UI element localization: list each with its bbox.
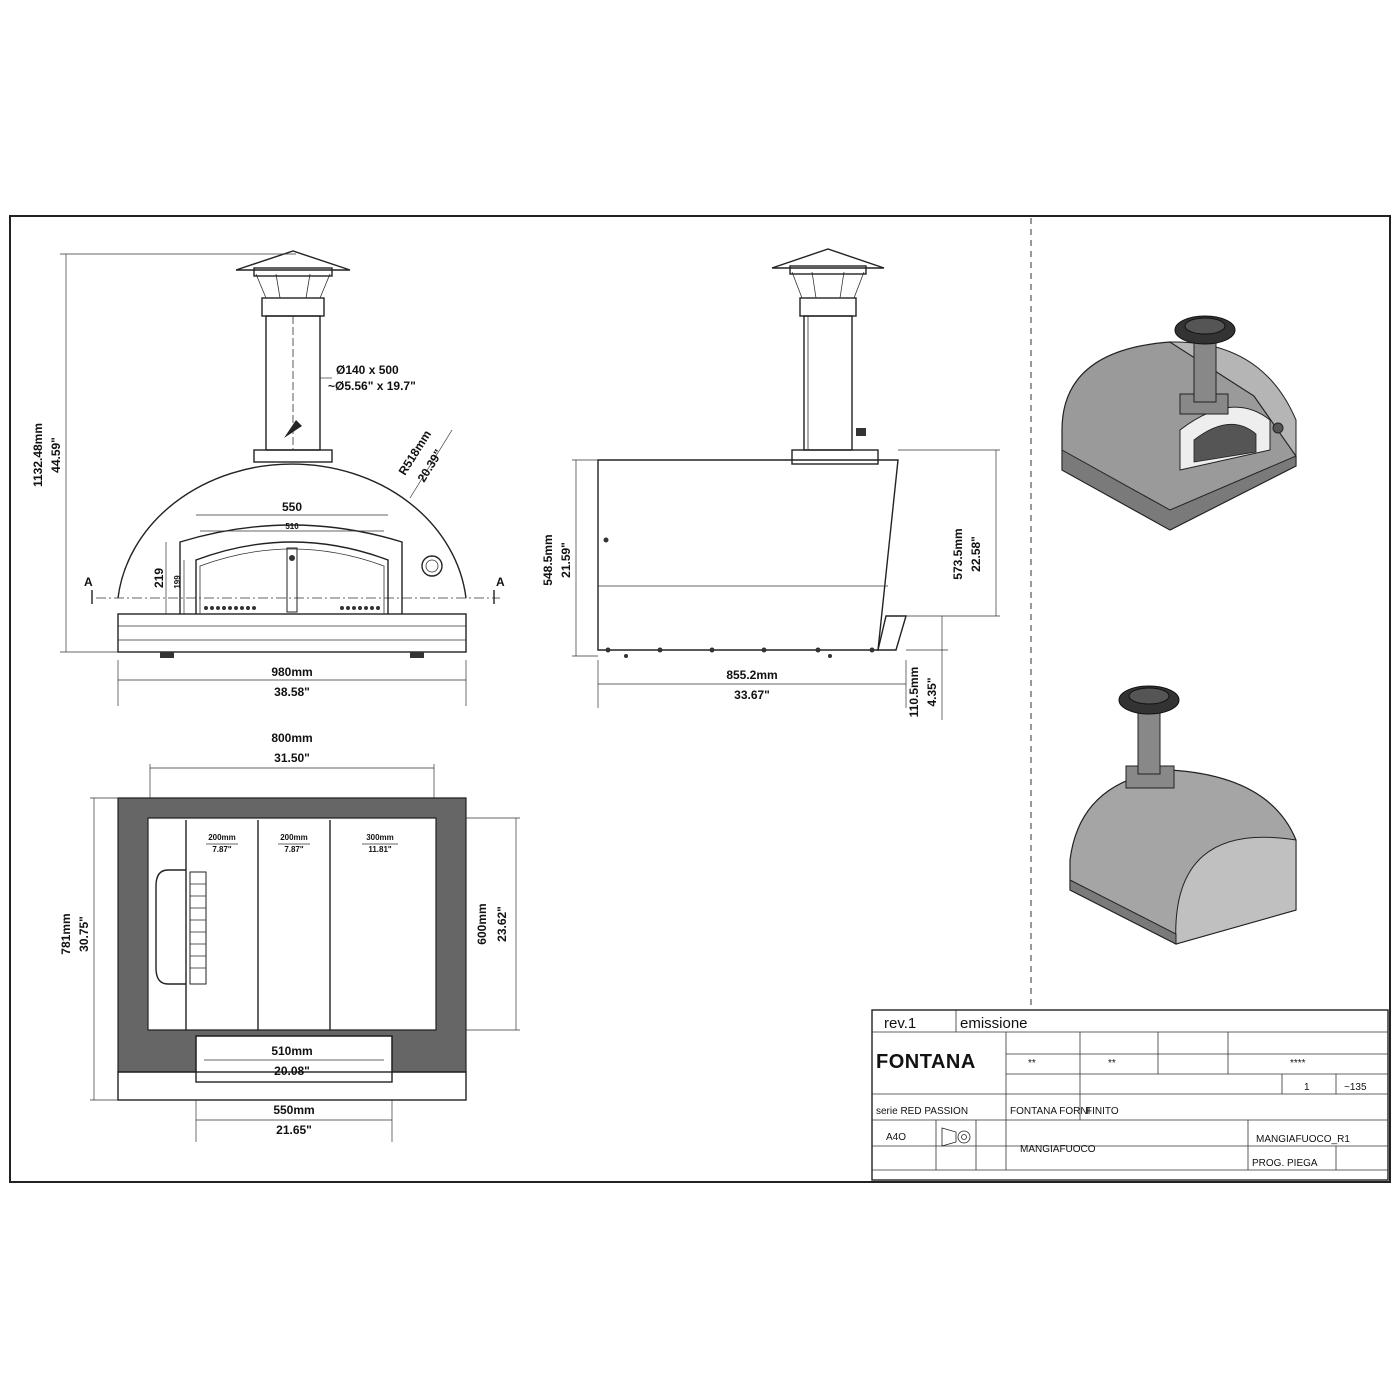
section-mouth-in: 20.08" (274, 1064, 310, 1078)
front-chimney-cap (235, 250, 351, 271)
isometric-view-back (1069, 685, 1297, 945)
section-width-mm: 800mm (271, 731, 312, 745)
section-burner (155, 869, 186, 985)
quantity: 1 (1304, 1082, 1310, 1093)
revision: rev.1 (884, 1015, 916, 1032)
side-foot-mm: 110.5mm (907, 667, 921, 718)
side-flue-pipe (803, 315, 853, 451)
zone-2-mm: 200mm (280, 833, 308, 842)
stars-2: ** (1108, 1058, 1116, 1069)
title-block: rev.1 emissione FONTANA ** ** **** 1 ~13… (871, 1009, 1389, 1181)
side-body (597, 459, 899, 651)
section-view: 200mm 7.87" 200mm 7.87" 300mm 11.81" 800… (59, 731, 520, 1142)
front-mouth-outer (179, 524, 403, 614)
zone-1-in: 7.87" (212, 845, 232, 854)
program: PROG. PIEGA (1252, 1158, 1318, 1169)
product-type: FINITO (1086, 1106, 1119, 1117)
side-depth-mm: 855.2mm (726, 668, 777, 682)
side-total-height-in: 22.58" (969, 536, 983, 572)
mouth-width: 550 (282, 500, 302, 514)
zone-1-mm: 200mm (208, 833, 236, 842)
section-mark-left: A (84, 575, 93, 589)
emission-label: emissione (960, 1015, 1028, 1032)
section-inner-depth-mm: 600mm (475, 903, 489, 944)
side-total-height-mm: 573.5mm (951, 528, 965, 579)
stars-3: **** (1290, 1058, 1306, 1069)
company-logo: FONTANA (876, 1051, 976, 1073)
burner-dots (204, 606, 380, 610)
flue-dimension-in: ~Ø5.56" x 19.7" (328, 379, 416, 393)
designation: MANGIAFUOCO (1020, 1144, 1096, 1155)
side-height-mm: 548.5mm (541, 534, 555, 585)
weight: ~135 (1344, 1082, 1367, 1093)
section-front-mm: 550mm (273, 1103, 314, 1117)
side-bolts (603, 537, 875, 658)
flue-dimension-mm: Ø140 x 500 (336, 363, 399, 377)
format: A4O (886, 1132, 906, 1143)
section-front-in: 21.65" (276, 1123, 312, 1137)
series: serie RED PASSION (876, 1106, 968, 1117)
sheet-border (9, 215, 1391, 1183)
side-view: 548.5mm 21.59" 573.5mm 22.58" 855.2mm 33… (541, 248, 1000, 720)
front-width-mm: 980mm (271, 665, 312, 679)
group: FONTANA FORNI (1010, 1106, 1090, 1117)
section-depth-in: 30.75" (77, 916, 91, 952)
side-height-in: 21.59" (559, 542, 573, 578)
mouth-inner-height: 199 (173, 575, 182, 589)
zone-2-in: 7.87" (284, 845, 304, 854)
isometric-view-front (1061, 315, 1297, 531)
front-width-in: 38.58" (274, 685, 310, 699)
projection-symbol-icon (941, 1127, 971, 1147)
thermometer-gauge (421, 555, 443, 577)
mouth-height: 219 (152, 568, 166, 588)
front-dome (117, 463, 467, 599)
section-depth-mm: 781mm (59, 913, 73, 954)
front-base (117, 613, 467, 653)
front-mouth-inner (195, 541, 389, 614)
side-depth-in: 33.67" (734, 688, 770, 702)
front-height-mm: 1132.48mm (31, 423, 45, 487)
front-view: 1132.48mm 44.59" Ø140 x 500 ~Ø5.56" x 19… (31, 250, 505, 706)
zone-3-mm: 300mm (366, 833, 394, 842)
section-mouth-mm: 510mm (271, 1044, 312, 1058)
side-foot-in: 4.35" (925, 677, 939, 706)
section-inner-depth-in: 23.62" (495, 906, 509, 942)
drawing-code: MANGIAFUOCO_R1 (1256, 1134, 1350, 1145)
stars-1: ** (1028, 1058, 1036, 1069)
side-chimney-cap (771, 248, 885, 269)
section-mark-right: A (496, 575, 505, 589)
zone-3-in: 11.81" (368, 845, 392, 854)
mouth-inner-width: 510 (285, 522, 299, 531)
front-height-in: 44.59" (49, 437, 63, 473)
section-width-in: 31.50" (274, 751, 310, 765)
